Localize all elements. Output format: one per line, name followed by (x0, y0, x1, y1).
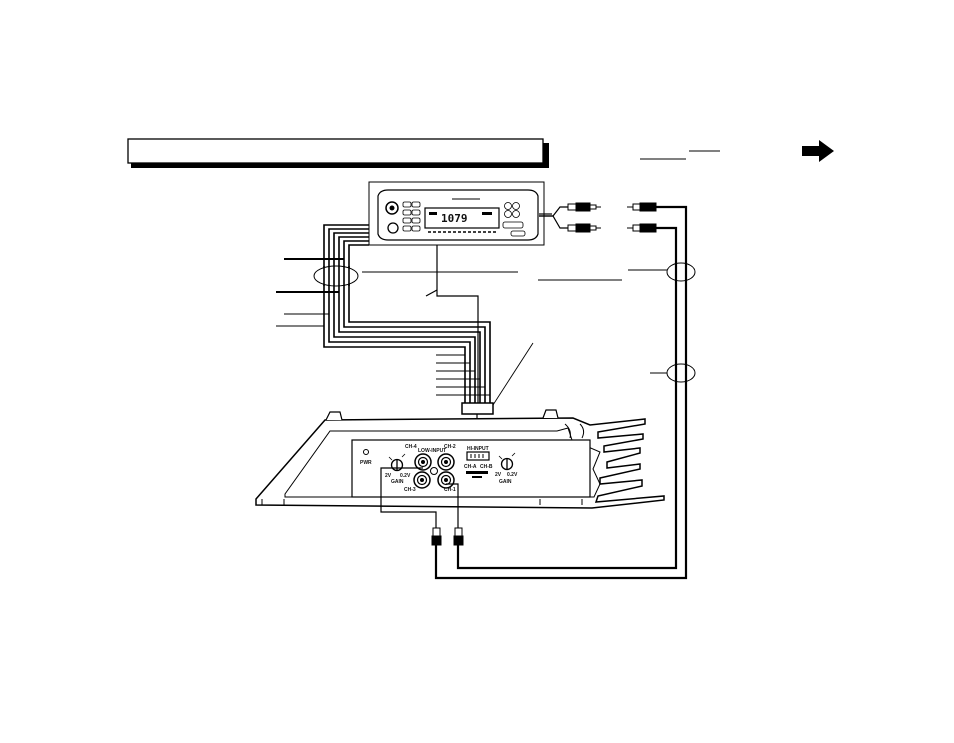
car-stereo-head-unit: 1079 (368, 181, 545, 246)
amp-rca-leads (380, 467, 459, 528)
rca-input-jacks (413, 453, 455, 489)
callout-lines-left (276, 258, 518, 327)
callout-lines-right (538, 269, 667, 374)
right-arrow-icon[interactable] (802, 140, 834, 162)
gain-min-left: 2V (385, 473, 392, 479)
power-label: PWR (360, 460, 372, 466)
rca-jack-ch2-icon (437, 453, 455, 471)
preset-buttons-left (402, 201, 421, 232)
hi-input-ch-a: CH-A (464, 464, 477, 470)
rca-jack-ch3-icon (413, 471, 431, 489)
gain-label-left: GAIN (391, 479, 404, 485)
page-nav-lines (640, 150, 720, 160)
gain-knob-right-icon (498, 452, 516, 471)
section-header-bar (127, 138, 549, 168)
hi-input-pinout-marks (466, 471, 488, 478)
amp-rca-plug-left-icon (431, 527, 442, 546)
cable-bundle-marker-lower (666, 363, 696, 383)
ch4-label: CH-4 (405, 444, 417, 450)
ch3-label: CH-3 (404, 487, 416, 493)
wire-bundle-marker (313, 265, 359, 287)
rca-connector-pair-right (627, 202, 657, 233)
hi-input-socket (466, 451, 490, 461)
rca-jack-ch1-icon (437, 471, 455, 489)
lcd-display (424, 207, 500, 229)
gain-max-right: 0.2V (507, 472, 518, 478)
power-indicator: PWR (360, 449, 372, 466)
rca-signal-cable (434, 205, 688, 580)
tune-knob-icon (387, 222, 399, 234)
remote-lead-wire (425, 245, 479, 403)
ch1-label: CH-1 (444, 487, 456, 493)
gain-max-left: 0.2V (400, 473, 411, 479)
speaker-wire-bundle (323, 224, 491, 403)
lcd-frequency: 1079 (441, 212, 468, 225)
callout-lines-center (436, 342, 534, 406)
ch2-label: CH-2 (444, 444, 456, 450)
rca-jack-ch4-icon (414, 453, 432, 471)
gain-min-right: 2V (495, 472, 502, 478)
gain-label-right: GAIN (499, 479, 512, 485)
low-input-label: LOW-INPUT (418, 448, 446, 454)
hi-input-label: HI-INPUT (467, 446, 489, 452)
hi-input-ch-b: CH-B (480, 464, 493, 470)
amp-rca-plug-right-icon (453, 527, 464, 546)
cable-bundle-marker-upper (666, 262, 696, 282)
preset-buttons-right (502, 202, 526, 237)
rca-connector-pair-left (567, 202, 601, 233)
rca-output-cables (539, 206, 568, 229)
amplifier (255, 409, 665, 509)
